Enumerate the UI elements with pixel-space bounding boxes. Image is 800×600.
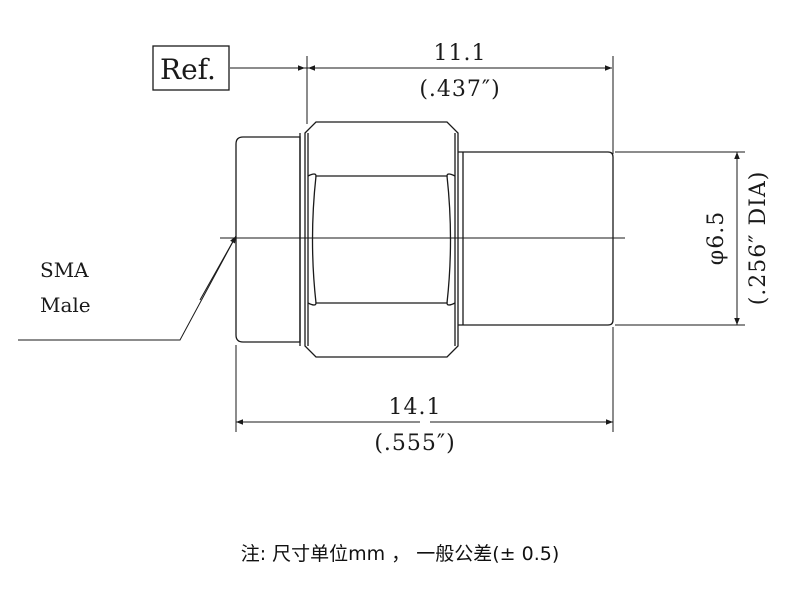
hex-facet-bottom: [307, 302, 456, 306]
hex-facet-top: [307, 173, 456, 177]
hex-curve-right: [446, 175, 452, 304]
part-label-sma: SMA: [40, 258, 89, 282]
top-dim-mm: 11.1: [434, 41, 487, 66]
ref-box: [152, 45, 230, 91]
dia-dim-mm: φ6.5: [704, 211, 729, 265]
connector-ferrule: [235, 136, 301, 343]
bottom-dim-mm: 14.1: [389, 395, 442, 420]
hex-nut: [304, 121, 459, 358]
hex-curve-left: [311, 175, 317, 304]
ref-label: Ref.: [160, 53, 216, 86]
bottom-dim-in: (.555″): [374, 431, 455, 456]
part-label-male: Male: [40, 293, 91, 317]
top-dim-in: (.437″): [419, 77, 500, 102]
dia-dim-in: (.256″ DIA): [746, 171, 771, 306]
leader-line: [18, 235, 237, 341]
tolerance-note: 注: 尺寸单位mm ， 一般公差(± 0.5): [240, 543, 560, 565]
leader-arrow: [199, 235, 237, 301]
